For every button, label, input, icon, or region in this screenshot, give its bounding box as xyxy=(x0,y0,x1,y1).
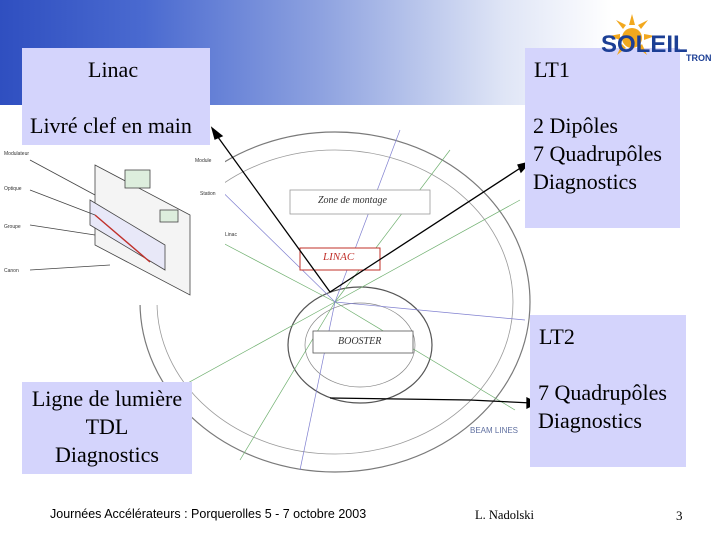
linac-description: Livré clef en main xyxy=(30,113,192,138)
tdl-box: Ligne de lumière TDL Diagnostics xyxy=(22,382,192,474)
beamlines-diagram-label: BEAM LINES xyxy=(470,426,519,435)
linac-diagram-label: LINAC xyxy=(323,251,355,263)
sun-logo-icon: SOLEIL TRON xyxy=(601,14,712,63)
lt2-details: 7 Quadrupôles Diagnostics xyxy=(538,380,667,433)
booster-ring xyxy=(287,286,433,404)
radial-lines-blue xyxy=(199,129,526,471)
linac-title-box: Linac xyxy=(22,48,210,105)
assembly-zone-outline xyxy=(289,189,431,215)
svg-text:Groupe: Groupe xyxy=(4,224,21,230)
linac-description-box: Livré clef en main xyxy=(22,105,210,145)
lt1-title: LT1 xyxy=(534,57,570,82)
pointer-arrows xyxy=(210,126,539,410)
linac-inset-text: Modulateur Optique Groupe Canon Module S… xyxy=(4,151,237,274)
svg-text:Linac: Linac xyxy=(225,232,237,238)
lt2-title: LT2 xyxy=(539,324,575,349)
tdl-text: Ligne de lumière TDL Diagnostics xyxy=(31,386,183,467)
logo-wordmark: SOLEIL xyxy=(601,31,688,58)
booster-label-outline xyxy=(312,330,414,354)
booster-diagram-label: BOOSTER xyxy=(338,336,382,347)
footer-author: L. Nadolski xyxy=(475,508,535,522)
lt1-details: 2 Dipôles 7 Quadrupôles Diagnostics xyxy=(533,113,662,194)
lt2-box: LT2 7 Quadrupôles Diagnostics xyxy=(530,315,686,467)
assembly-zone-label: Zone de montage xyxy=(318,195,387,206)
svg-text:Module: Module xyxy=(195,158,212,164)
linac-inset xyxy=(0,145,225,305)
logo-subtext: TRON xyxy=(686,53,712,63)
footer-event: Journées Accélérateurs : Porquerolles 5 … xyxy=(50,507,367,521)
svg-text:Station: Station xyxy=(200,191,216,197)
booster-ring-inner xyxy=(304,302,416,388)
lt1-box: LT1 2 Dipôles 7 Quadrupôles Diagnostics xyxy=(525,48,680,228)
linac-title: Linac xyxy=(88,57,139,82)
svg-text:Modulateur: Modulateur xyxy=(4,151,29,157)
page-number: 3 xyxy=(676,508,683,523)
svg-text:Canon: Canon xyxy=(4,268,19,274)
svg-text:Optique: Optique xyxy=(4,186,22,192)
soleil-logo: SOLEIL TRON xyxy=(595,8,720,68)
